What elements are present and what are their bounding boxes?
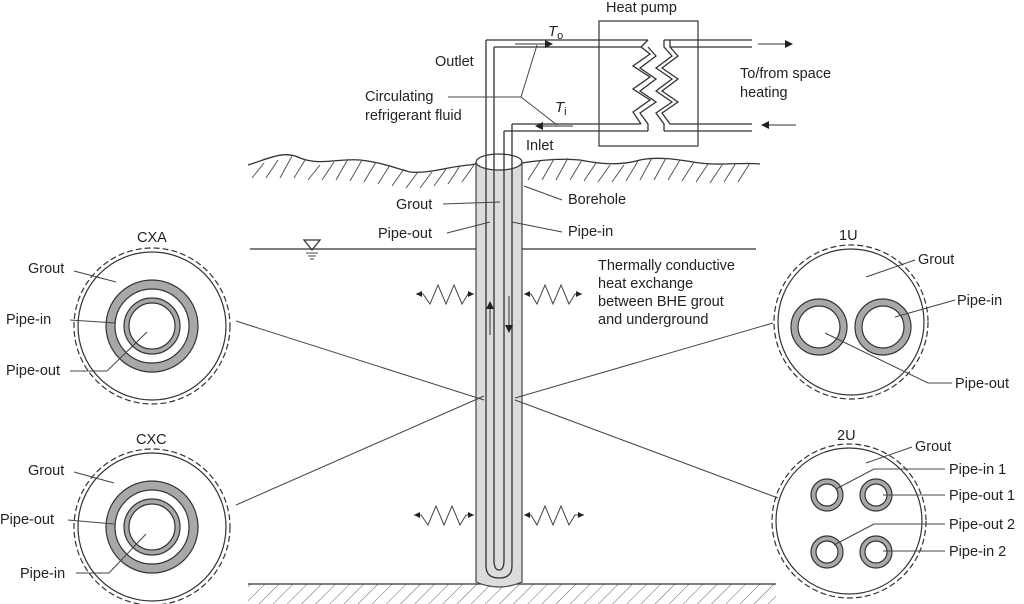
heat-exchange-line-2: heat exchange [598, 276, 693, 292]
circulating-fluid-leaders [448, 44, 558, 126]
t-out-label: To [548, 23, 563, 42]
inlet-label: Inlet [526, 138, 553, 154]
surface-piping [486, 39, 648, 132]
cross-section-cxa [69, 247, 231, 405]
circulating-label-line2: refrigerant fluid [365, 108, 462, 124]
grout-label: Grout [396, 197, 432, 213]
space-heating-label-line2: heating [740, 85, 788, 101]
u2-pipe-out-1-label: Pipe-out 1 [949, 488, 1015, 504]
cross-section-2u [771, 443, 945, 599]
u1-grout-label: Grout [918, 252, 954, 268]
outlet-label: Outlet [435, 54, 474, 70]
heat-exchange-line-4: and underground [598, 312, 708, 328]
heat-pump [598, 20, 796, 147]
heat-exchange-line-1: Thermally conductive [598, 258, 735, 274]
u2-pipe-out-2-label: Pipe-out 2 [949, 517, 1015, 533]
bedrock-bottom [248, 583, 776, 604]
space-heating-label-line1: To/from space [740, 66, 831, 82]
pipe-out-label: Pipe-out [378, 226, 432, 242]
u2-grout-label: Grout [915, 439, 951, 455]
cxc-title: CXC [136, 432, 167, 448]
borehole [475, 40, 523, 588]
water-table [250, 239, 756, 260]
cxa-grout-label: Grout [28, 261, 64, 277]
borehole-label: Borehole [568, 192, 626, 208]
cxa-title: CXA [137, 230, 167, 246]
borehole-leaders [442, 185, 563, 234]
cross-section-1u [773, 244, 956, 400]
t-in-label: Ti [555, 99, 567, 118]
circulating-label-line1: Circulating [365, 89, 434, 105]
u2-pipe-in-2-label: Pipe-in 2 [949, 544, 1006, 560]
cross-section-cxc [67, 448, 231, 604]
heat-exchange-arrows [414, 283, 584, 527]
heat-exchange-line-3: between BHE grout [598, 294, 724, 310]
cxa-outer-pipe-label: Pipe-in [6, 312, 51, 328]
section-connectors [235, 320, 779, 506]
u2-title: 2U [837, 428, 856, 444]
u1-pipe-out-label: Pipe-out [955, 376, 1009, 392]
ground-surface [247, 154, 761, 189]
u2-pipe-in-1-label: Pipe-in 1 [949, 462, 1006, 478]
u1-title: 1U [839, 228, 858, 244]
u1-pipe-in-label: Pipe-in [957, 293, 1002, 309]
heat-pump-label: Heat pump [606, 0, 677, 16]
cxc-outer-pipe-label: Pipe-out [0, 512, 54, 528]
cxc-grout-label: Grout [28, 463, 64, 479]
pipe-in-label: Pipe-in [568, 224, 613, 240]
heat-pump-box [598, 20, 699, 147]
cxc-inner-pipe-label: Pipe-in [20, 566, 65, 582]
cxa-inner-pipe-label: Pipe-out [6, 363, 60, 379]
